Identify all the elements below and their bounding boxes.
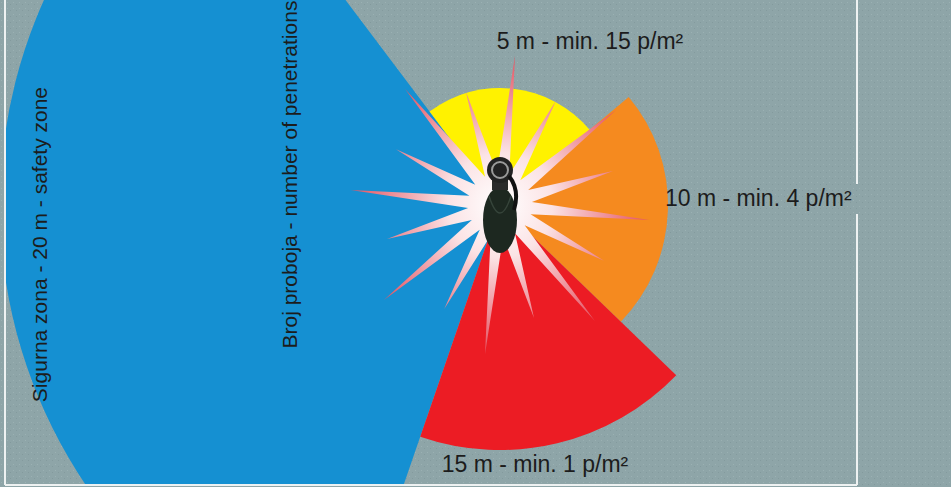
fragment-burst bbox=[351, 56, 650, 355]
zone-sector bbox=[5, 0, 500, 485]
zones bbox=[5, 0, 676, 485]
zone-label: 15 m - min. 1 p/m² bbox=[442, 452, 629, 477]
grenade bbox=[483, 157, 517, 253]
zone-label: Sigurna zona - 20 m - safety zone bbox=[28, 87, 51, 402]
zone-label: 10 m - min. 4 p/m² bbox=[665, 186, 852, 211]
zone-label: 5 m - min. 15 p/m² bbox=[497, 29, 684, 54]
axis-label: Broj proboja - number of penetrations bbox=[278, 1, 301, 349]
frame bbox=[5, 0, 857, 485]
